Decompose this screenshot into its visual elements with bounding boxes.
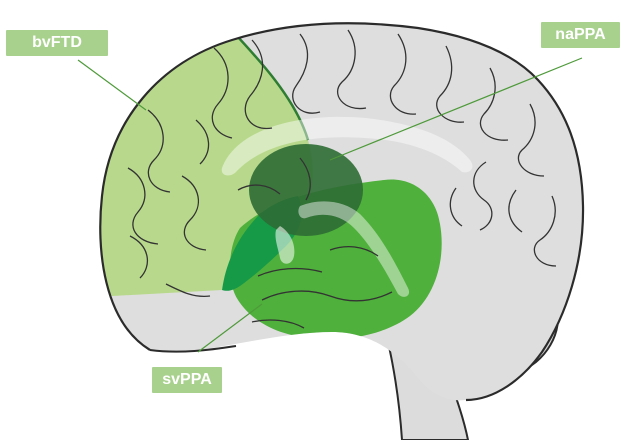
svppa-label: svPPA (152, 367, 222, 393)
bvftd-leader (78, 60, 146, 110)
bvftd-label: bvFTD (6, 30, 108, 56)
nappa-label: naPPA (541, 22, 620, 48)
nappa-region (249, 144, 363, 236)
